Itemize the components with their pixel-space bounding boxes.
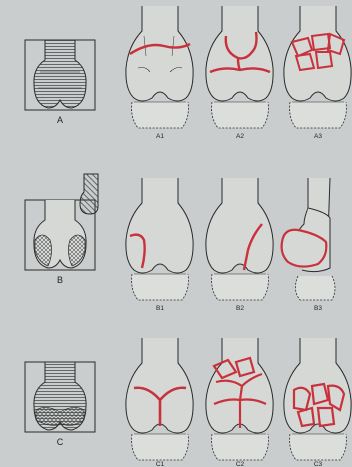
panel-b2: B2 [206,178,273,312]
schematic-b: B [25,174,98,285]
panel-c1: C1 [126,338,193,467]
panel-label-a3: A3 [314,133,322,140]
row-label-b: B [57,275,63,285]
schematic-a: A [25,40,95,125]
panel-label-a1: A1 [156,133,164,140]
panel-a3: A3 [284,6,351,140]
row-a: A A1 A2 A3 [25,6,351,140]
panel-c2: C2 [206,338,273,467]
panel-label-b2: B2 [236,305,244,312]
row-b: B B1 B2 B3 [25,174,335,312]
panel-label-b3: B3 [314,305,322,312]
panel-a2: A2 [206,6,273,140]
panel-label-b1: B1 [156,305,164,312]
panel-label-a2: A2 [236,133,244,140]
panel-label-c3: C3 [314,461,323,467]
row-c: C C1 C2 C3 [25,338,351,467]
panel-label-c2: C2 [236,461,245,467]
panel-label-c1: C1 [156,461,165,467]
row-label-a: A [57,115,63,125]
panel-a1: A1 [126,6,193,140]
panel-b3: B3 [282,178,335,312]
row-label-c: C [57,437,64,447]
schematic-c: C [25,362,95,447]
panel-c3: C3 [284,338,351,467]
panel-b1: B1 [126,178,193,312]
